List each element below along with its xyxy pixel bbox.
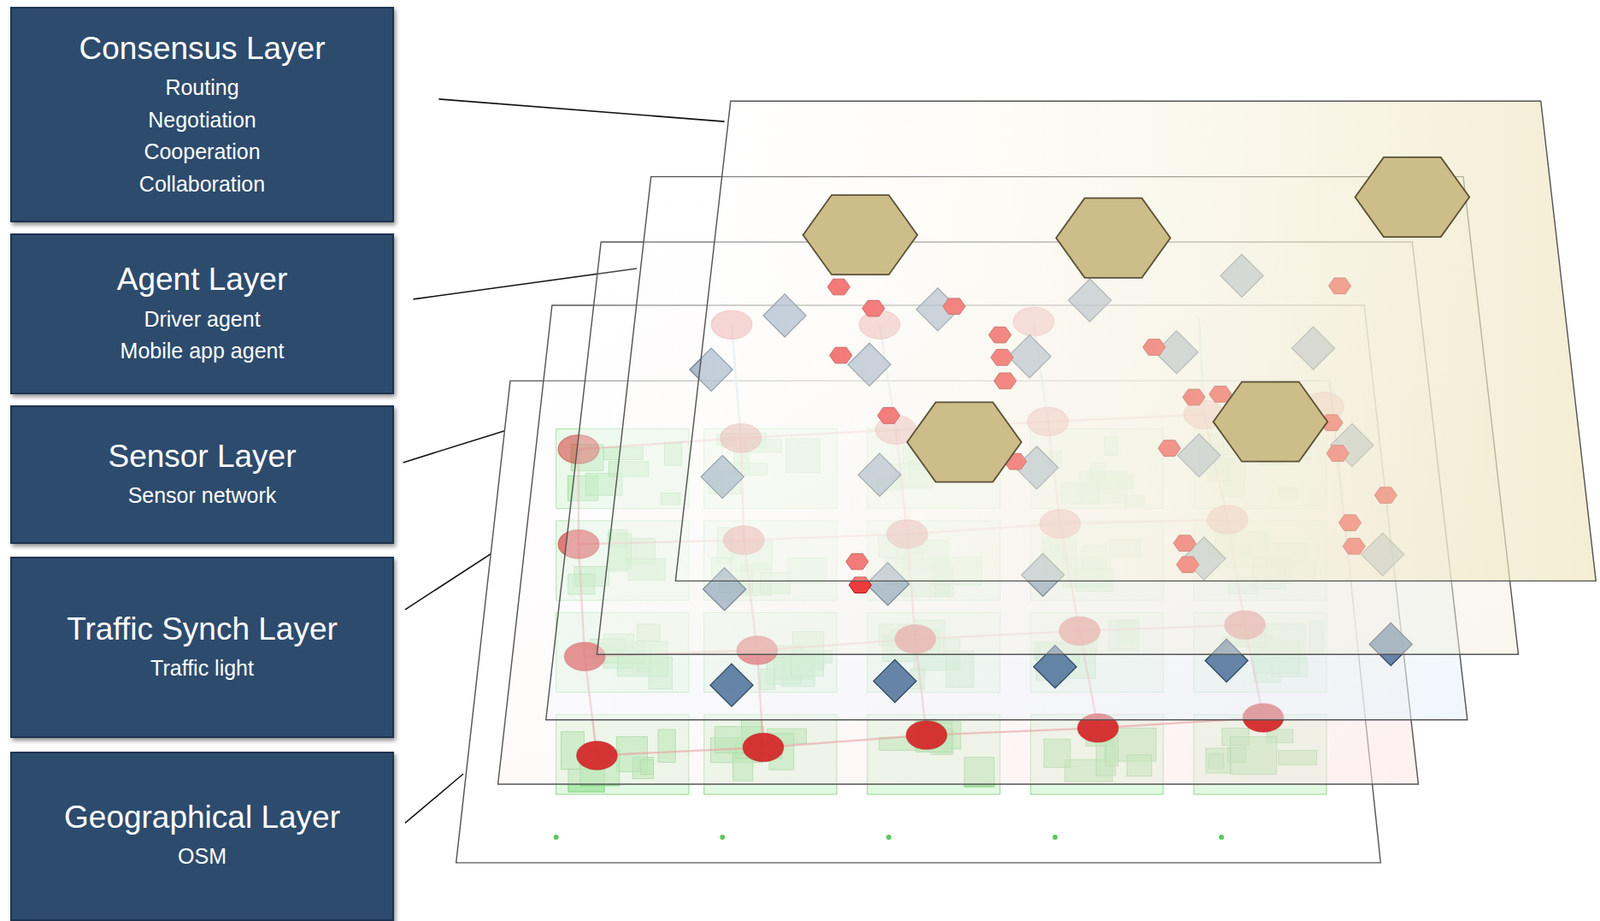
layer-label-box: Traffic Synch LayerTraffic light [10,556,395,738]
layer-item: OSM [177,840,227,873]
layer-title: Traffic Synch Layer [66,609,338,649]
consensus-hexagons [803,157,1471,483]
layer-title: Consensus Layer [79,29,326,69]
layer-label-box: Agent LayerDriver agentMobile app agent [10,233,395,395]
node-dot [1052,834,1058,840]
consensus-node [906,401,1022,482]
layer-item: Negotiation [147,104,256,137]
layer-item: Routing [164,71,239,105]
node-dot [719,834,725,840]
layer-title: Geographical Layer [64,797,341,837]
layer-label-box: Consensus LayerRoutingNegotiationCoopera… [10,6,395,223]
layer-item: Driver agent [143,303,260,336]
consensus-node [1354,157,1470,237]
layer-title: Sensor Layer [107,436,296,477]
layer-item: Sensor network [128,479,277,512]
traffic-light [905,720,948,749]
layer-item: Cooperation [143,135,260,169]
layer-title: Agent Layer [117,259,289,300]
layer-item: Collaboration [139,168,265,201]
layer-item: Mobile app agent [120,335,285,368]
node-dot [1218,834,1224,840]
sensor [710,663,753,706]
layer-item: Traffic light [150,652,254,685]
traffic-light [742,732,784,761]
node-dot [886,834,892,840]
traffic-light [576,741,618,770]
consensus-plane [675,100,1596,581]
sensor [873,658,917,702]
consensus-node [803,194,918,275]
layer-label-box: Sensor LayerSensor network [10,405,395,544]
layer-label-box: Geographical LayerOSM [10,751,395,921]
consensus-node [1213,382,1329,462]
node-dot [553,834,559,840]
consensus-node [1056,198,1171,278]
road [596,717,1264,755]
